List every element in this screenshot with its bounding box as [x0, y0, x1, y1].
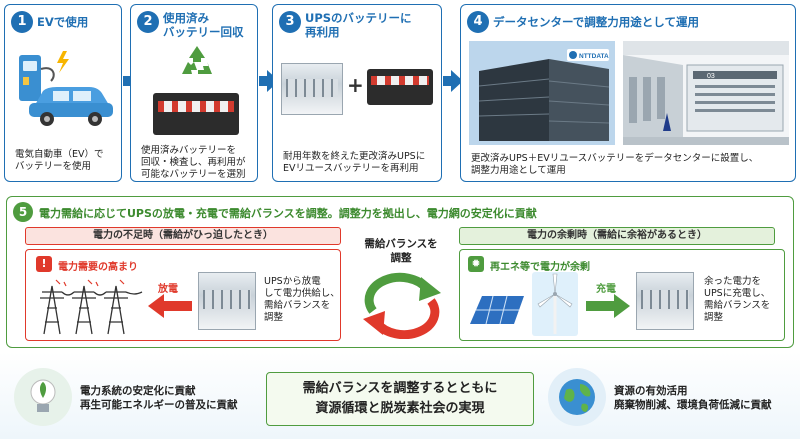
step-2-desc-line: 使用済みバッテリーを: [141, 145, 237, 156]
bottom-left-line: 電力系統の安定化に貢献: [80, 385, 196, 397]
step-3-title-line: 再利用: [305, 25, 340, 39]
step-4-desc-line: 調整力用途として運用: [471, 165, 566, 176]
step-5-number: 5: [13, 202, 33, 222]
step-2-title-line: 使用済み: [163, 11, 209, 25]
summary-box: 需給バランスを調整するとともに 資源循環と脱炭素社会の実現: [266, 372, 534, 426]
shortage-desc: UPSから放電 して電力供給し、 需給バランスを 調整: [264, 276, 340, 324]
step-2-desc-line: 可能なバッテリーを選別: [141, 169, 246, 180]
charge-arrow-icon: [586, 294, 630, 318]
surplus-panel: ✹ 再エネ等で電力が余剰 充電 余った電力を: [459, 249, 785, 341]
balance-label-line: 調整: [390, 252, 412, 264]
surplus-desc-line: 需給バランスを: [704, 300, 771, 311]
ev-car-icon: [29, 87, 113, 126]
step-3-title-line: UPSのバッテリーに: [305, 11, 412, 25]
recycle-icon: [182, 46, 212, 74]
solar-panel-icon: [470, 295, 524, 325]
bottom-right-line: 廃棄物削減、環境負荷低減に貢献: [614, 399, 772, 411]
shortage-alert-text: 電力需要の高まり: [58, 262, 138, 273]
summary-line: 需給バランスを調整するとともに: [302, 381, 498, 396]
shortage-desc-line: 需給バランスを: [264, 300, 331, 311]
step-2-number: 2: [137, 11, 159, 33]
globe-icon: [548, 368, 606, 426]
ev-illustration: [19, 51, 113, 126]
ups-rack-image: [281, 63, 343, 115]
summary-line: 資源循環と脱炭素社会の実現: [315, 401, 485, 416]
surplus-desc-line: UPSに充電し、: [704, 288, 771, 299]
ev-reuse-battery-image: [367, 69, 433, 105]
step-1-title: EVで使用: [37, 15, 89, 29]
step-3-card: 3 UPSのバッテリーに 再利用 + 耐用年数を終えた更改済みUPSに EVリユ…: [272, 4, 442, 182]
lightning-icon: [57, 51, 69, 73]
step-4-number: 4: [467, 11, 489, 33]
discharge-arrow-icon: [148, 294, 192, 318]
bottom-left-text: 電力系統の安定化に貢献 再生可能エネルギーの普及に貢献: [80, 384, 238, 412]
discharge-label: 放電: [158, 284, 178, 295]
step-1-desc: 電気自動車（EV）で バッテリーを使用: [15, 149, 104, 173]
step-3-desc-line: 耐用年数を終えた更改済みUPSに: [283, 151, 426, 162]
shortage-desc-line: して電力供給し、: [264, 288, 340, 299]
step-1-desc-line: 電気自動車（EV）で: [15, 149, 104, 160]
charging-station-icon: [19, 55, 55, 101]
ups-rack-charge-image: [636, 272, 694, 330]
ups-rack-discharge-image: [198, 272, 256, 330]
sun-icon: ✹: [468, 256, 484, 272]
charge-label: 充電: [596, 284, 616, 295]
step-5-box: 5 電力需給に応じてUPSの放電・充電で需給バランスを調整。調整力を拠出し、電力…: [6, 196, 794, 348]
ntt-logo-text: NTTDATA: [579, 53, 609, 60]
step-4-title: データセンターで調整力用途として運用: [493, 15, 699, 29]
surplus-header: 電力の余剰時（需給に余裕があるとき）: [459, 227, 775, 245]
shortage-desc-line: UPSから放電: [264, 276, 321, 287]
step-3-desc-line: EVリユースバッテリーを再利用: [283, 163, 419, 174]
step-1-number: 1: [11, 11, 33, 33]
step-2-title-line: バッテリー回収: [163, 25, 244, 39]
wind-turbine-icon: [532, 272, 578, 336]
shortage-desc-line: 調整: [264, 312, 284, 323]
bottom-left-line: 再生可能エネルギーの普及に貢献: [80, 399, 238, 411]
bottom-right-text: 資源の有効活用 廃棄物削減、環境負荷低減に貢献: [614, 384, 772, 412]
balance-label: 需給バランスを 調整: [349, 237, 453, 265]
surplus-alert-text: 再エネ等で電力が余剰: [490, 262, 590, 273]
surplus-desc-line: 余った電力を: [704, 276, 762, 287]
surplus-desc-line: 調整: [704, 312, 724, 323]
datacenter-interior-image: 03: [623, 41, 789, 145]
step-4-card: 4 データセンターで調整力用途として運用 NTTDATA 03: [460, 4, 796, 182]
step-2-card: 2 使用済み バッテリー回収 使用済みバッテリーを 回収・検査し、再利用が 可能…: [130, 4, 258, 182]
cycle-arrows-icon: [363, 272, 441, 339]
plus-sign: +: [347, 73, 364, 97]
rack-label: 03: [707, 73, 715, 80]
step-2-desc: 使用済みバッテリーを 回収・検査し、再利用が 可能なバッテリーを選別: [141, 145, 246, 181]
step-1-desc-line: バッテリーを使用: [15, 161, 92, 172]
bulb-icon: [14, 368, 72, 426]
surplus-desc: 余った電力を UPSに充電し、 需給バランスを 調整: [704, 276, 770, 324]
step-3-title: UPSのバッテリーに 再利用: [305, 11, 412, 39]
power-tower-icons: [40, 279, 143, 335]
shortage-header: 電力の不足時（需給がひっ迫したとき）: [25, 227, 341, 245]
step-1-card: 1 EVで使用 電気自動車（EV）で バッテリーを使用: [4, 4, 122, 182]
shortage-panel: ! 電力需要の高まり 放電 UPSから放電 して電力供給し、 需給バランスを 調…: [25, 249, 341, 341]
step-3-number: 3: [279, 11, 301, 33]
step-4-desc-line: 更改済みUPS＋EVリユースバッテリーをデータセンターに設置し、: [471, 153, 759, 164]
step-4-desc: 更改済みUPS＋EVリユースバッテリーをデータセンターに設置し、 調整力用途とし…: [471, 153, 758, 177]
step-3-desc: 耐用年数を終えた更改済みUPSに EVリユースバッテリーを再利用: [283, 151, 425, 175]
bottom-right-line: 資源の有効活用: [614, 385, 688, 397]
datacenter-building-image: NTTDATA: [469, 41, 615, 145]
step-2-desc-line: 回収・検査し、再利用が: [141, 157, 246, 168]
alert-icon: !: [36, 256, 52, 272]
balance-label-line: 需給バランスを: [364, 238, 438, 250]
step-5-title: 電力需給に応じてUPSの放電・充電で需給バランスを調整。調整力を拠出し、電力網の…: [39, 207, 537, 220]
step-2-title: 使用済み バッテリー回収: [163, 11, 244, 39]
used-battery-image: [153, 93, 239, 135]
